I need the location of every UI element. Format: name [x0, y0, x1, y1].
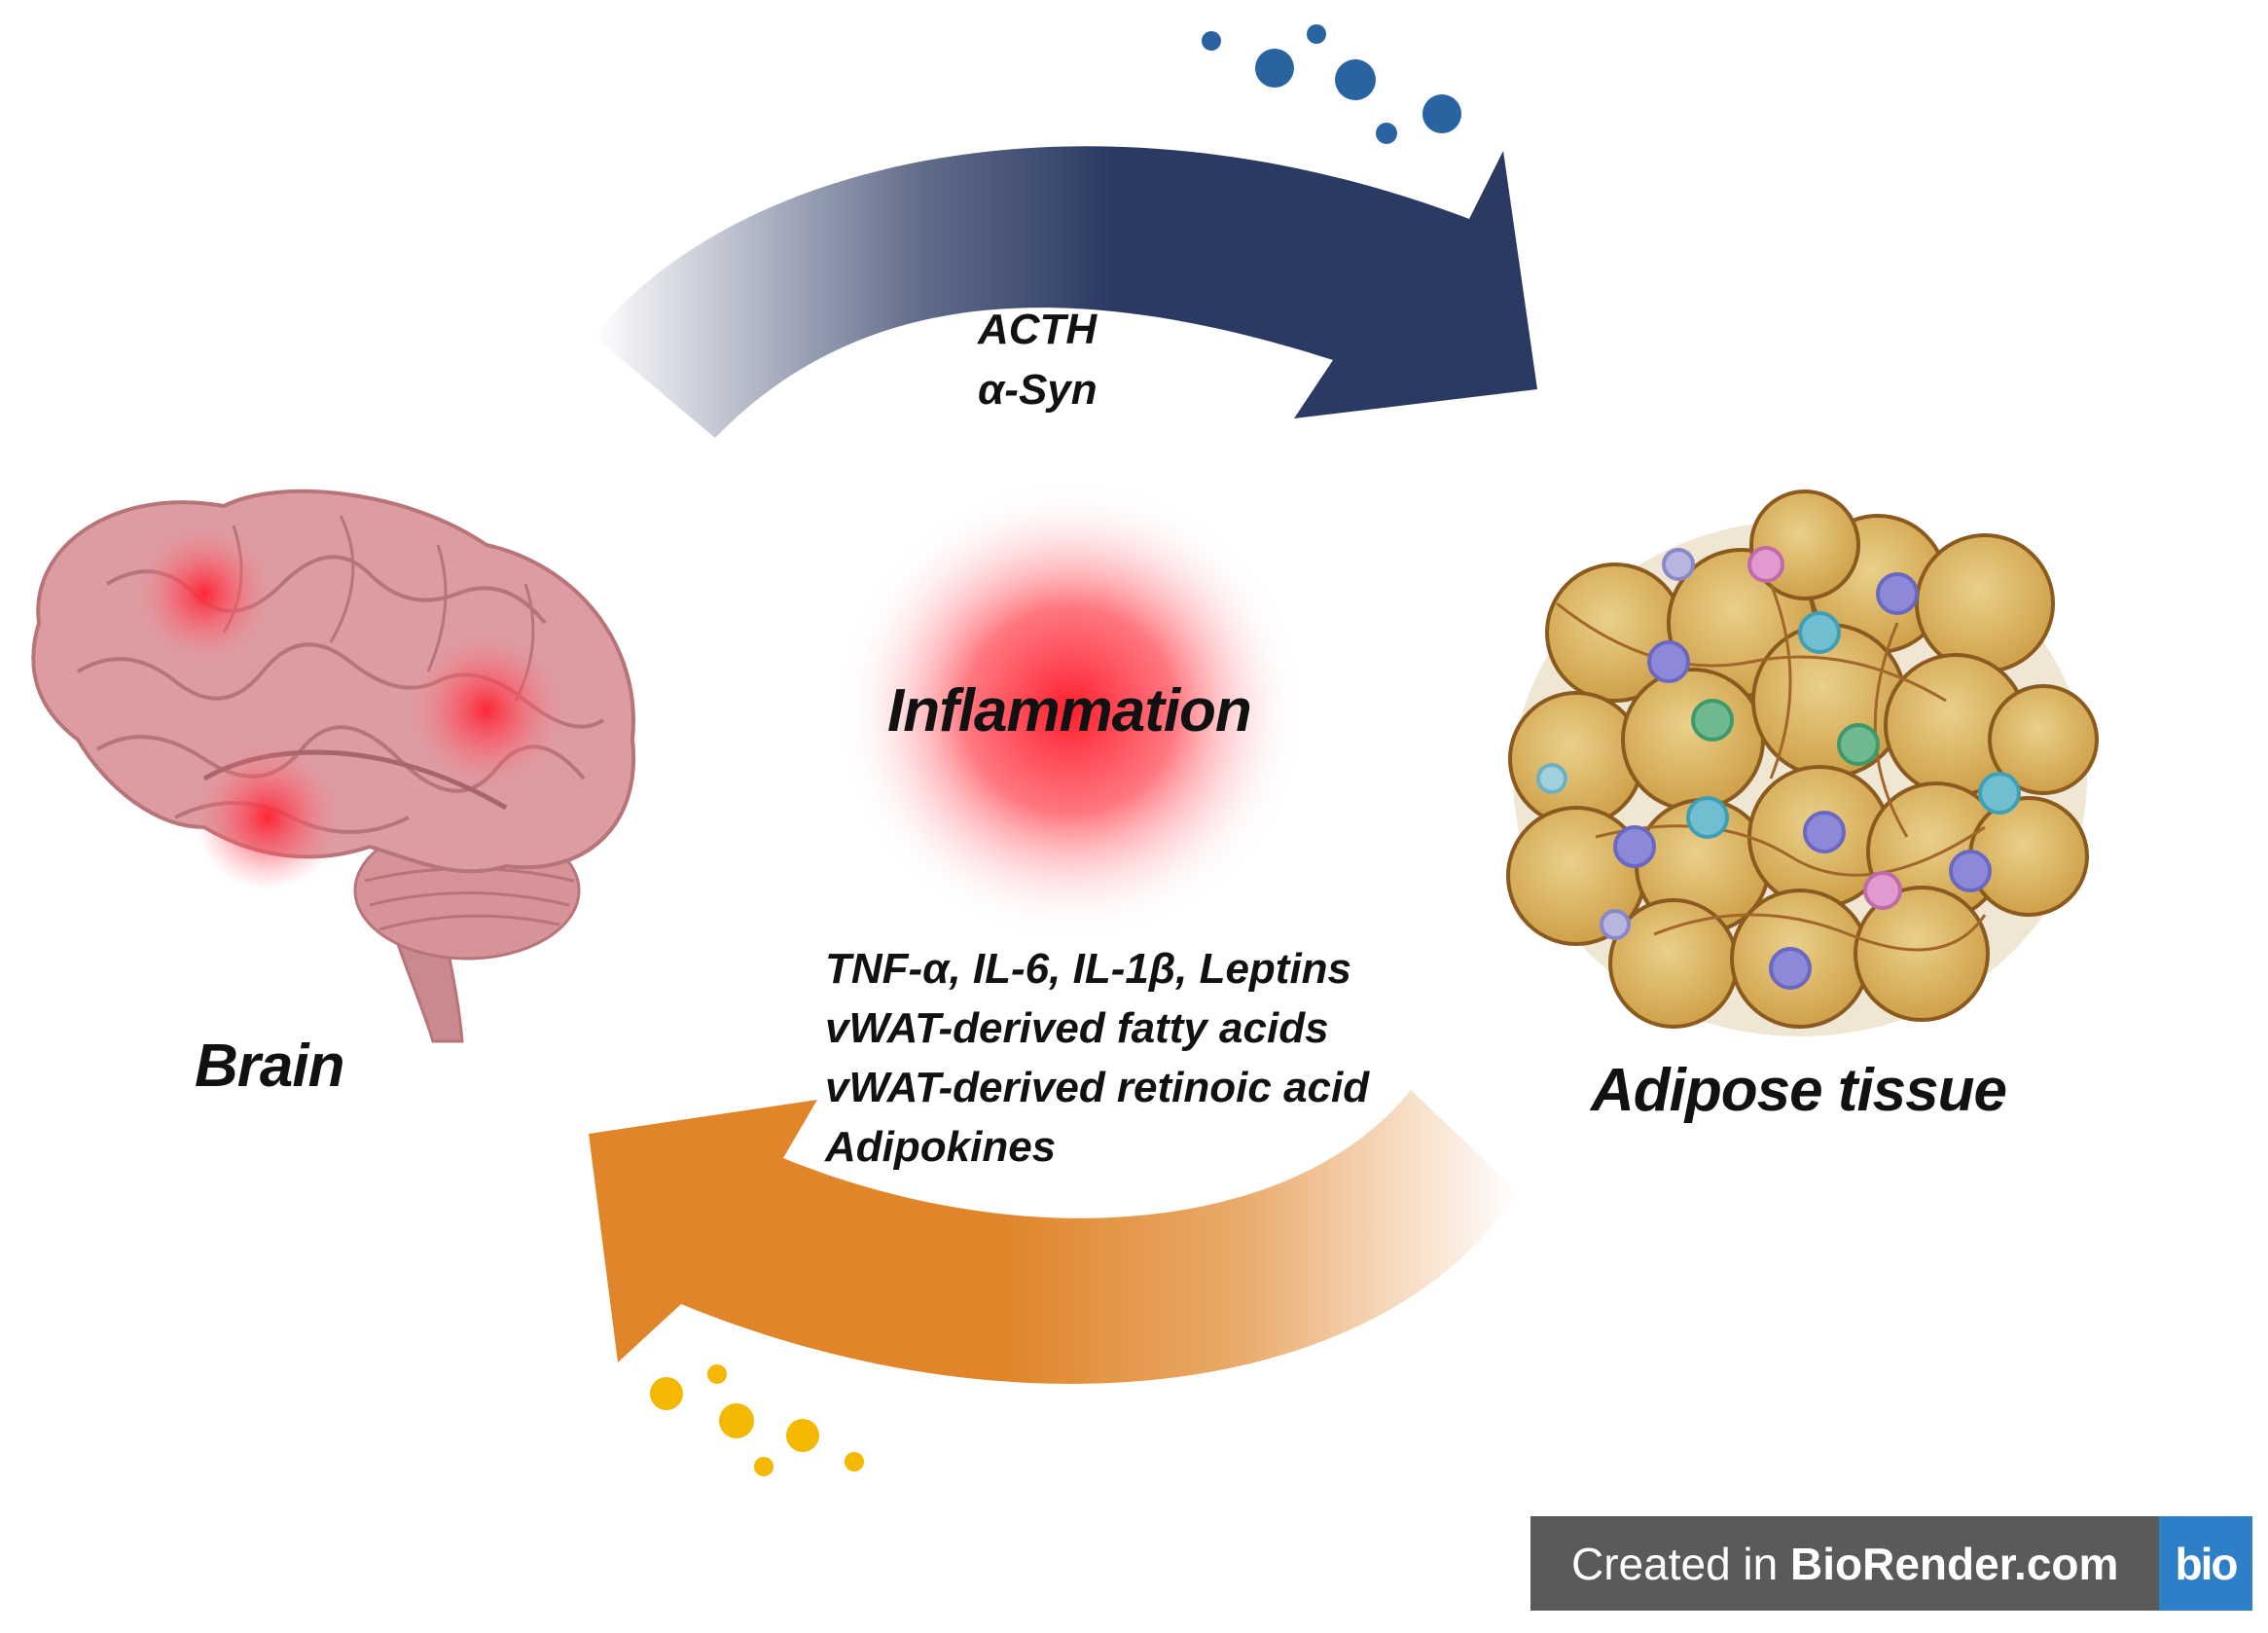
bottom-arrow-line: Adipokines: [825, 1123, 1057, 1171]
bottom-arrow: [589, 1090, 1518, 1384]
badge-brand: BioRender.com: [1790, 1538, 2119, 1589]
badge-text: Created in BioRender.com: [1530, 1538, 2159, 1590]
adipose-tissue-label: Adipose tissue: [1591, 1057, 2007, 1124]
bottom-arrow-label: TNF-α, IL-6, IL-1β, Leptins vWAT-derived…: [825, 939, 1369, 1177]
bottom-arrow-line: TNF-α, IL-6, IL-1β, Leptins: [825, 945, 1352, 993]
yellow-dots: [650, 1364, 864, 1476]
bottom-arrow-body: [589, 1090, 1518, 1384]
top-arrow-line: α-Syn: [978, 366, 1098, 414]
top-arrow-line: ACTH: [978, 306, 1098, 353]
badge-prefix: Created in: [1571, 1538, 1791, 1589]
top-arrow-body: [594, 146, 1537, 438]
adipose-illustration: [1506, 490, 2099, 1036]
biorender-logo-icon: bio: [2159, 1516, 2252, 1611]
inflammation-glow: [837, 482, 1304, 939]
inflammation-label: Inflammation: [887, 677, 1252, 744]
bottom-arrow-line: vWAT-derived retinoic acid: [825, 1064, 1370, 1111]
bottom-arrow-line: vWAT-derived fatty acids: [825, 1004, 1329, 1052]
blue-dots: [1202, 24, 1461, 144]
biorender-badge[interactable]: Created in BioRender.com bio: [1530, 1516, 2252, 1611]
brain-illustration: [31, 489, 636, 1043]
top-arrow-label: ACTH α-Syn: [978, 300, 1098, 420]
top-arrow: [594, 146, 1537, 438]
brain-label: Brain: [195, 1033, 344, 1100]
